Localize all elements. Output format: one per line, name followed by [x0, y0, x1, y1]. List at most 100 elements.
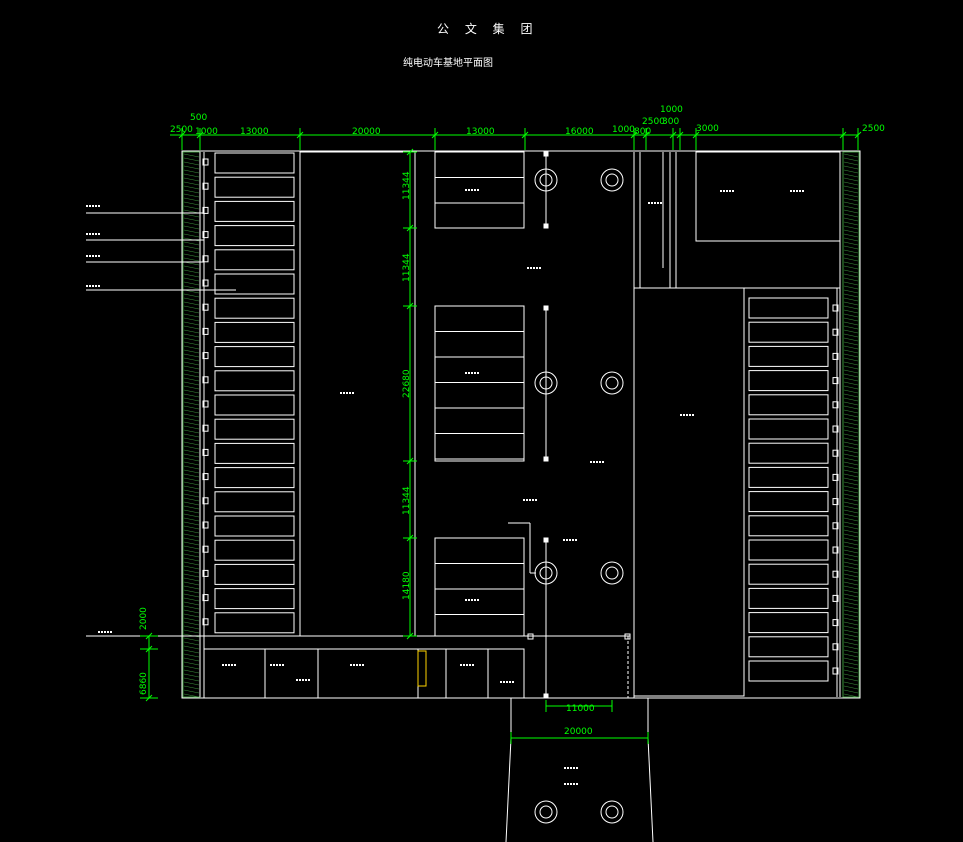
- hatch-mark: [183, 213, 200, 218]
- charger-marker: [202, 594, 209, 602]
- hatch-mark: [183, 309, 200, 314]
- hatch-mark: [183, 249, 200, 254]
- hatch-mark: [843, 293, 859, 298]
- hatch-mark: [183, 493, 200, 498]
- hatch-mark: [183, 165, 200, 170]
- hatch-mark: [183, 193, 200, 198]
- hatch-mark: [183, 385, 200, 390]
- charging-ring: [534, 168, 558, 192]
- hatch-mark: [843, 537, 859, 542]
- hatch-mark: [843, 605, 859, 610]
- hatch-mark: [183, 669, 200, 674]
- room-labels: [86, 189, 804, 785]
- hatch-mark: [843, 473, 859, 478]
- hatch-mark: [183, 541, 200, 546]
- parking-stall: [214, 297, 295, 319]
- hatch-mark: [183, 525, 200, 530]
- hatch-mark: [183, 613, 200, 618]
- parking-stall: [214, 612, 295, 634]
- charger-marker: [832, 522, 839, 530]
- hatch-mark: [183, 345, 200, 350]
- hatch-mark: [183, 253, 200, 258]
- hatch-mark: [183, 437, 200, 442]
- hatch-mark: [183, 297, 200, 302]
- hatch-mark: [183, 353, 200, 358]
- axis-post: [543, 223, 549, 229]
- charger-marker: [202, 473, 209, 481]
- hatch-mark: [183, 393, 200, 398]
- hatch-mark: [843, 493, 859, 498]
- dim-label-top-extra: 800: [634, 127, 651, 137]
- hatch-mark: [843, 345, 859, 350]
- hatch-mark: [183, 433, 200, 438]
- hatch-mark: [183, 457, 200, 462]
- hatch-mark: [843, 597, 859, 602]
- hatch-mark: [843, 685, 859, 690]
- hatch-mark: [843, 217, 859, 222]
- hatch-mark: [843, 613, 859, 618]
- hatch-mark: [843, 649, 859, 654]
- charging-ring-inner: [605, 566, 619, 580]
- hatch-mark: [183, 217, 200, 222]
- dim-label-top: 500: [190, 113, 207, 123]
- hatch-mark: [183, 625, 200, 630]
- hatch-mark: [183, 621, 200, 626]
- charger-marker: [202, 448, 209, 456]
- hatch-mark: [843, 621, 859, 626]
- dim-slash: [196, 131, 204, 139]
- hatch-mark: [183, 537, 200, 542]
- charging-ring-inner: [605, 805, 619, 819]
- charger-marker: [832, 594, 839, 602]
- parking-stall: [214, 563, 295, 585]
- dim-slash: [406, 457, 414, 465]
- hatch-mark: [183, 581, 200, 586]
- parking-stall: [214, 249, 295, 271]
- parking-stall: [748, 563, 829, 585]
- hatch-mark: [183, 653, 200, 658]
- hatch-mark: [183, 273, 200, 278]
- service-building: [203, 648, 525, 699]
- charger-marker: [832, 449, 839, 457]
- charger-marker: [832, 401, 839, 409]
- dim-slash: [839, 131, 847, 139]
- hatch-mark: [843, 633, 859, 638]
- dim-slash: [406, 148, 414, 156]
- charger-marker: [202, 569, 209, 577]
- hatch-mark: [843, 425, 859, 430]
- hatch-mark: [843, 381, 859, 386]
- hatch-mark: [843, 165, 859, 170]
- charger-marker: [832, 425, 839, 433]
- hatch-mark: [843, 277, 859, 282]
- axis-post: [543, 305, 549, 311]
- hatch-mark: [843, 433, 859, 438]
- hatch-mark: [843, 273, 859, 278]
- dim-slash: [145, 632, 153, 640]
- hatch-mark: [183, 265, 200, 270]
- dim-label-top: 20000: [352, 127, 381, 137]
- hatch-mark: [843, 689, 859, 694]
- hatch-mark: [183, 429, 200, 434]
- charger-marker: [832, 328, 839, 336]
- dim-slash: [676, 131, 684, 139]
- hatch-mark: [183, 401, 200, 406]
- hatch-mark: [183, 229, 200, 234]
- plan-geometry: [86, 150, 861, 842]
- hatch-mark: [843, 213, 859, 218]
- parking-stall: [748, 345, 829, 367]
- parking-stall: [214, 200, 295, 222]
- hatch-mark: [843, 465, 859, 470]
- dim-label-bottom: 20000: [564, 727, 593, 737]
- charging-ring-inner: [539, 566, 553, 580]
- hatch-mark: [183, 409, 200, 414]
- hatch-mark: [183, 441, 200, 446]
- dim-slash: [521, 131, 529, 139]
- hatch-mark: [183, 565, 200, 570]
- charger-marker: [202, 545, 209, 553]
- parking-stall: [748, 491, 829, 513]
- hatch-mark: [843, 673, 859, 678]
- hatch-mark: [843, 477, 859, 482]
- hatch-mark: [843, 617, 859, 622]
- hatch-mark: [843, 353, 859, 358]
- green-belt-right: [842, 151, 860, 698]
